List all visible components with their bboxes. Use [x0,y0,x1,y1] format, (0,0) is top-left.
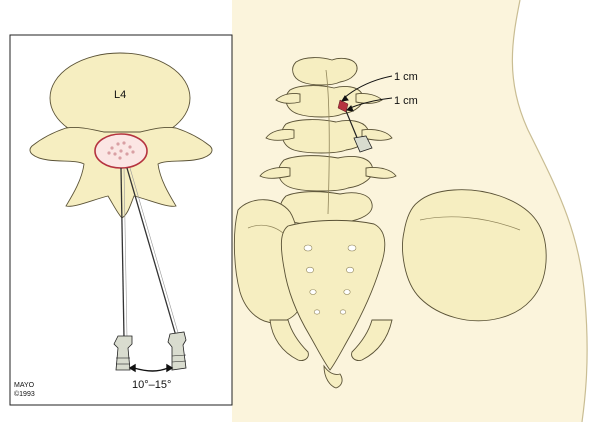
label-angle: 10°–15° [132,379,171,391]
label-upper-1cm: 1 cm [394,71,418,83]
angle-arrow [128,363,174,373]
measurement-callouts [341,75,393,112]
cauda-equina-dots [107,141,135,160]
label-l4: L4 [114,89,126,101]
sacrum [280,219,386,389]
credit-mayo: MAYO [14,382,35,389]
label-lower-1cm: 1 cm [394,95,418,107]
left-panel: L4 10°–15° MAYO ©1993 [9,34,233,406]
pubic-ramus-right [351,319,393,361]
lumbar-vertebrae [259,57,397,226]
pubic-ramus-left [269,319,309,361]
right-needle [337,99,373,153]
needle-straight [113,167,133,371]
lumbar-spine-and-pelvis [233,57,547,389]
credit-year: ©1993 [14,390,35,398]
needle-angled [126,167,187,371]
